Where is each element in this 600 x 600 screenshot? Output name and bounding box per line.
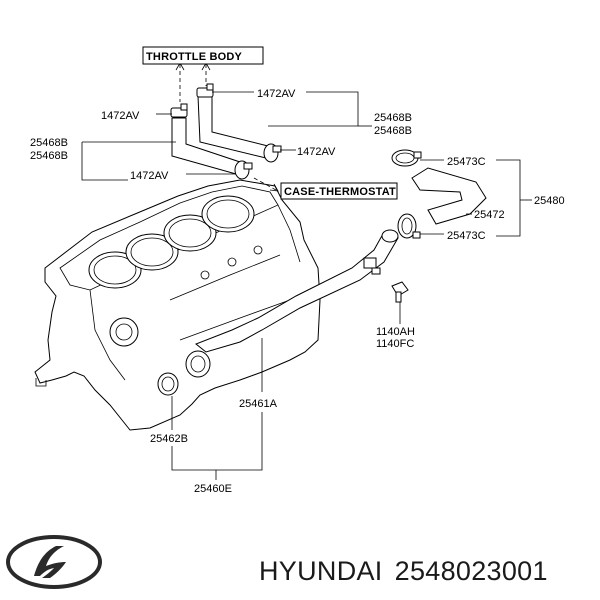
footer-caption: HYUNDAI 2548023001 [259, 556, 548, 587]
label-25468b-left-2: 25468B [30, 150, 68, 162]
clamp-25473c-top [391, 149, 422, 167]
label-25460e: 25460E [194, 483, 232, 495]
label-1140fc: 1140FC [376, 338, 414, 350]
label-25473c-bottom: 25473C [447, 230, 486, 242]
part-number: 2548023001 [394, 556, 548, 586]
label-1472av-mid: 1472AV [297, 146, 336, 158]
case-thermostat-label: CASE-THERMOSTAT [284, 186, 396, 198]
throttle-body-box: THROTTLE BODY [142, 46, 264, 65]
leader-lines [81, 62, 532, 480]
label-1472av-lower: 1472AV [130, 170, 169, 182]
clamp-1472av-lower [234, 160, 253, 180]
hose-25480 [391, 149, 487, 239]
label-1472av-top-left: 1472AV [101, 110, 140, 122]
clamp-1472av-mid [263, 143, 282, 163]
engine-block [34, 179, 321, 431]
bolt-1140ah [391, 281, 409, 303]
throttle-body-label: THROTTLE BODY [146, 51, 243, 63]
brand-name: HYUNDAI [259, 556, 383, 586]
oring-25462b [157, 372, 179, 396]
label-25461a: 25461A [239, 398, 278, 410]
label-25480: 25480 [534, 195, 565, 207]
throttle-hoses [170, 83, 282, 180]
clamp-1472av-top-right [196, 83, 214, 98]
label-25468b-right-1: 25468B [374, 112, 412, 124]
label-25472: 25472 [474, 209, 505, 221]
clamp-1472av-top-left [170, 103, 188, 118]
clamp-25473c-bottom [397, 213, 421, 239]
label-25462b: 25462B [150, 433, 188, 445]
label-25473c-top: 25473C [447, 156, 486, 168]
label-1140ah: 1140AH [376, 326, 415, 338]
case-thermostat-box: CASE-THERMOSTAT [280, 182, 398, 200]
label-1472av-top-right: 1472AV [257, 88, 296, 100]
water-pipe-25461a [185, 229, 399, 378]
hyundai-logo [6, 535, 102, 589]
label-25468b-left-1: 25468B [30, 137, 68, 149]
label-25468b-right-2: 25468B [374, 125, 412, 137]
